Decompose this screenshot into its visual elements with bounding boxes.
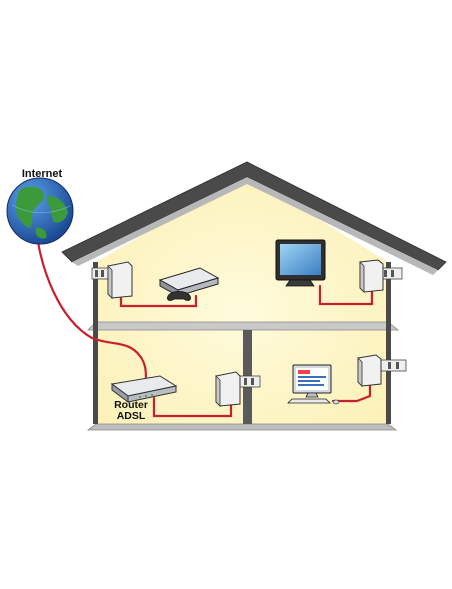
house-interior	[96, 175, 388, 424]
powerline-adapter-ground-right	[357, 354, 407, 387]
internet-cable	[34, 224, 148, 382]
powerline-adapter-icon	[359, 259, 384, 293]
powerline-adapter-upper-right	[359, 259, 403, 293]
left-wall	[93, 262, 98, 424]
powerline-adapter-ground-left	[215, 371, 261, 407]
internet-label: Internet	[21, 168, 63, 180]
powerline-adapter-upper-left	[91, 261, 133, 299]
powerline-adapter-icon	[357, 354, 382, 387]
router-label-line1: Router	[114, 399, 148, 411]
game-console-icon	[158, 267, 220, 301]
desktop-computer-icon	[287, 364, 340, 405]
upper-floor-slab	[87, 321, 400, 331]
tv-icon	[275, 239, 326, 287]
router-label-line2: ADSL	[116, 409, 146, 422]
router-label: Router ADSL	[108, 400, 154, 421]
router-adapter-cable	[152, 396, 233, 418]
powerline-adapter-icon	[107, 261, 133, 299]
tv-cable	[318, 284, 374, 306]
console-cable	[119, 294, 198, 308]
powerline-adapter-icon	[215, 371, 241, 407]
right-wall	[386, 262, 391, 424]
ground-floor-slab	[86, 423, 398, 431]
cables	[34, 224, 374, 418]
computer-cable	[331, 382, 372, 403]
router-icon	[110, 375, 178, 403]
house	[61, 161, 447, 431]
globe-icon	[6, 177, 74, 245]
